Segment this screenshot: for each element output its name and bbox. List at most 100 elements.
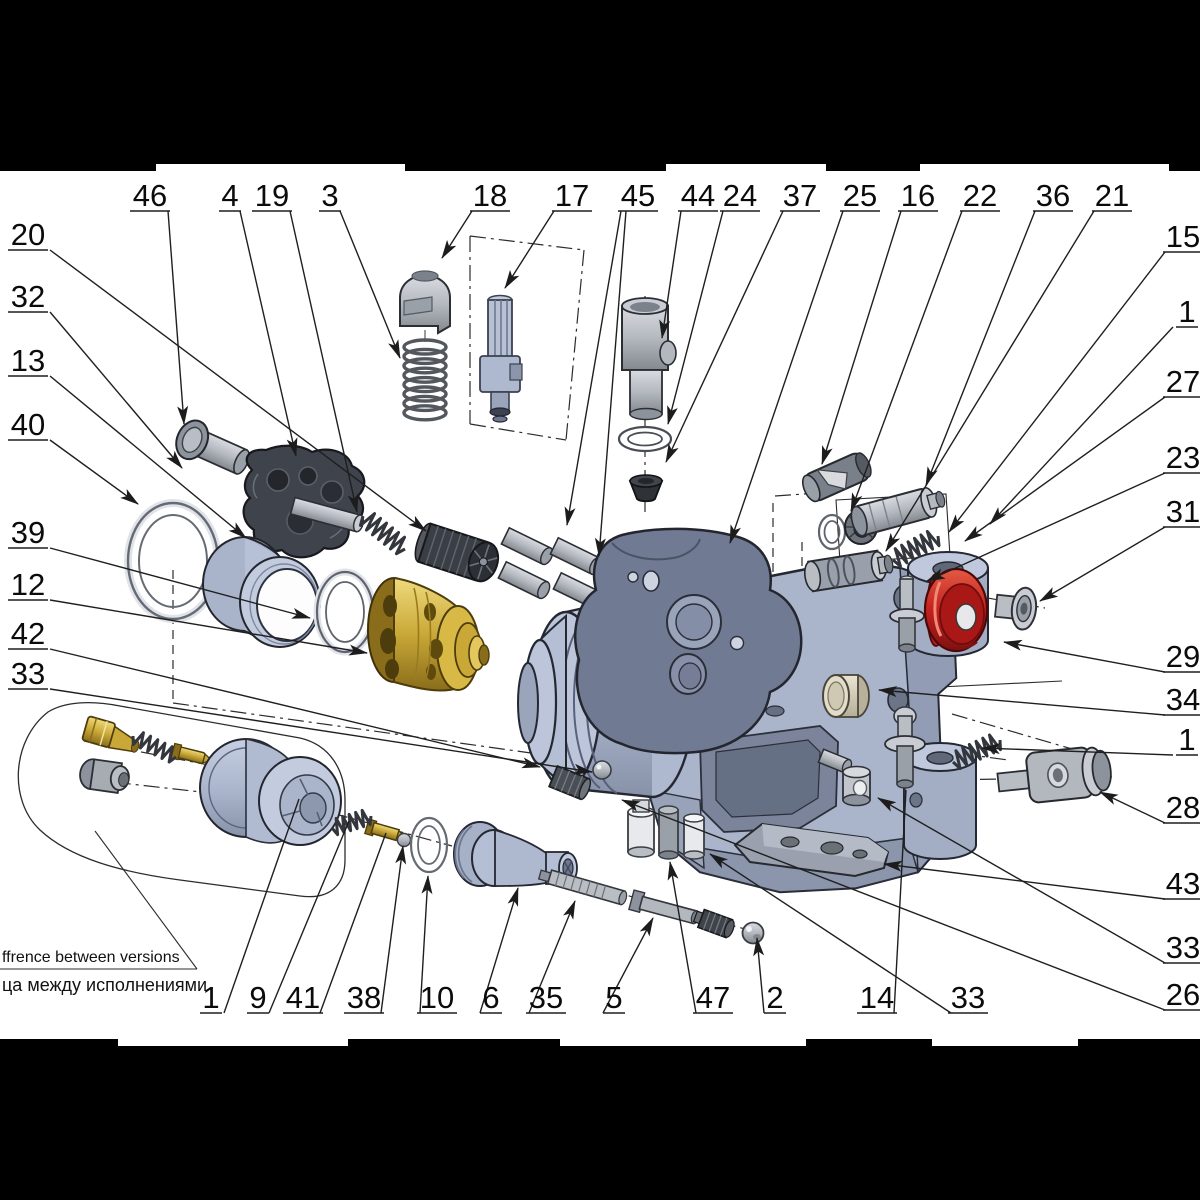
part-poppet-valve-lower [884, 706, 926, 795]
part-valve-spool [803, 549, 894, 593]
callout-label: 1 [202, 980, 219, 1015]
callout-4: 4 [219, 178, 298, 457]
part-poppet-valve-upper [889, 575, 925, 653]
part-valve-body [996, 746, 1112, 804]
callout-2: 2 [753, 937, 786, 1015]
callout-41: 41 [283, 832, 387, 1015]
callout-label: 20 [11, 217, 45, 252]
callout-label: 10 [420, 980, 454, 1015]
callout-33: 33 [877, 797, 1200, 965]
callout-label: 21 [1095, 178, 1129, 213]
part-brass-fitting [81, 715, 140, 753]
callout-23: 23 [926, 440, 1200, 582]
part-threaded-rod [537, 869, 628, 906]
callout-label: 38 [347, 980, 381, 1015]
part-housing-boss-bottom [903, 742, 977, 860]
callout-label: 46 [133, 178, 167, 213]
part-steel-ball [741, 921, 765, 945]
callout-18: 18 [441, 178, 510, 259]
callout-label: 40 [11, 407, 45, 442]
part-set-screw [692, 908, 735, 939]
callout-label: 9 [249, 980, 266, 1015]
callout-label: 12 [11, 567, 45, 602]
callout-label: 24 [723, 178, 757, 213]
callout-28: 28 [1099, 790, 1200, 825]
part-sleeve-o-ring [617, 425, 673, 453]
part-spring [131, 731, 177, 764]
part-valve-spring [402, 338, 448, 422]
callout-22: 22 [850, 178, 1000, 512]
callout-label: 44 [681, 178, 715, 213]
callout-label: 19 [255, 178, 289, 213]
callout-14: 14 [857, 789, 907, 1015]
part-valve-stem [479, 294, 523, 423]
callout-31: 31 [1039, 494, 1200, 602]
callout-label: 15 [1166, 219, 1200, 254]
springs-layer [131, 512, 1002, 837]
callout-44: 44 [659, 178, 718, 339]
callout-15: 15 [948, 219, 1200, 533]
part-spring [358, 512, 407, 556]
callout-3: 3 [319, 178, 401, 359]
callout-21: 21 [885, 178, 1132, 552]
callout-42: 42 [8, 616, 541, 769]
callout-17: 17 [504, 178, 592, 289]
callout-1: 1 [981, 722, 1198, 757]
callout-27: 27 [964, 364, 1200, 542]
callout-label: 6 [482, 980, 499, 1015]
callout-32: 32 [8, 279, 183, 469]
callout-label: 26 [1166, 977, 1200, 1012]
callout-label: 23 [1166, 440, 1200, 475]
callout-33: 33 [709, 853, 988, 1015]
callout-label: 3 [321, 178, 338, 213]
part-steel-ball-small [396, 832, 412, 848]
part-guide-bushing [842, 765, 871, 807]
callout-47: 47 [667, 861, 733, 1015]
callout-33: 33 [8, 656, 593, 775]
part-inlet-fitting [801, 452, 872, 503]
callout-26: 26 [621, 799, 1200, 1012]
callout-label: 14 [860, 980, 894, 1015]
part-air-bell [453, 821, 578, 887]
part-o-ring-small-bottom [409, 816, 449, 874]
version-note-en: ffrence between versions [2, 949, 180, 966]
part-spring [951, 733, 1002, 771]
part-rubber-poppet [628, 474, 664, 503]
part-gray-plug [79, 758, 130, 794]
callout-20: 20 [8, 217, 427, 532]
callout-36: 36 [925, 178, 1073, 486]
callout-37: 37 [665, 178, 820, 463]
callout-25: 25 [729, 178, 880, 544]
callout-label: 43 [1166, 866, 1200, 901]
callout-label: 17 [555, 178, 589, 213]
callout-46: 46 [130, 178, 189, 425]
callout-10: 10 [417, 875, 457, 1015]
part-dark-rotor [414, 522, 500, 583]
callout-35: 35 [526, 900, 576, 1015]
part-throttle-sleeve [850, 487, 946, 537]
callout-label: 34 [1166, 682, 1200, 717]
callout-label: 42 [11, 616, 45, 651]
callout-label: 2 [766, 980, 783, 1015]
callout-label: 18 [473, 178, 507, 213]
part-spring [892, 529, 941, 568]
callout-label: 13 [11, 343, 45, 378]
callout-label: 22 [963, 178, 997, 213]
callout-label: 36 [1036, 178, 1070, 213]
callout-label: 31 [1166, 494, 1200, 529]
callout-label: 25 [843, 178, 877, 213]
part-spring [330, 808, 373, 837]
part-wedge-bar [733, 822, 890, 878]
callout-19: 19 [252, 178, 359, 513]
callout-label: 37 [783, 178, 817, 213]
callout-5: 5 [602, 917, 654, 1015]
callout-label: 5 [605, 980, 622, 1015]
callout-label: 28 [1166, 790, 1200, 825]
callout-40: 40 [8, 407, 139, 505]
callout-label: 1 [1178, 294, 1195, 329]
version-note: ffrence between versions ца между исполн… [2, 949, 207, 995]
